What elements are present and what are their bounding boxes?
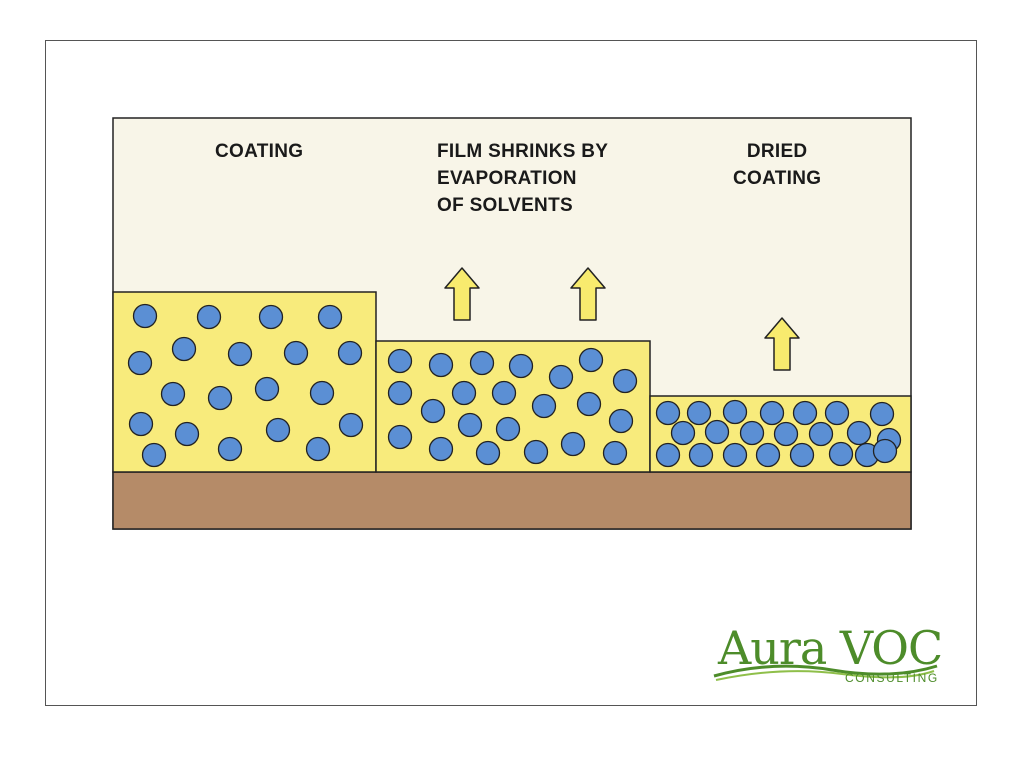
particle-icon-dried-coating [808, 421, 834, 447]
particle-icon-dried-coating [739, 420, 765, 446]
particle-icon-film-shrinks [602, 440, 628, 466]
evaporation-arrow-icon [444, 267, 480, 321]
particle-icon-film-shrinks [475, 440, 501, 466]
particle-icon-film-shrinks [451, 380, 477, 406]
logo-subtitle: CONSULTING [845, 671, 939, 685]
particle-icon-film-shrinks [491, 380, 517, 406]
particle-icon-film-shrinks [523, 439, 549, 465]
particle-icon-film-shrinks [469, 350, 495, 376]
particle-icon-film-shrinks [387, 380, 413, 406]
particle-icon-coating [217, 436, 243, 462]
particle-icon-coating [258, 304, 284, 330]
particle-icon-film-shrinks [548, 364, 574, 390]
particle-icon-film-shrinks [420, 398, 446, 424]
particle-icon-dried-coating [722, 442, 748, 468]
particle-icon-dried-coating [869, 401, 895, 427]
particle-icon-film-shrinks [428, 352, 454, 378]
particle-icon-dried-coating [755, 442, 781, 468]
particle-icon-dried-coating [670, 420, 696, 446]
particle-icon-coating [309, 380, 335, 406]
particle-icon-film-shrinks [608, 408, 634, 434]
particle-icon-coating [171, 336, 197, 362]
label-film-shrinks: FILM SHRINKS BY EVAPORATION OF SOLVENTS [437, 141, 609, 216]
particle-icon-dried-coating [792, 400, 818, 426]
logo-swoosh-icon [713, 664, 938, 681]
particle-icon-coating [254, 376, 280, 402]
particle-icon-dried-coating [789, 442, 815, 468]
particle-icon-coating [207, 385, 233, 411]
particle-icon-coating [305, 436, 331, 462]
label-dried-coating: DRIED COATING [733, 141, 822, 189]
particle-icon-coating [132, 303, 158, 329]
substrate-layer [112, 471, 912, 530]
company-logo: Aura VOC CONSULTING [712, 621, 943, 692]
particle-icon-dried-coating [759, 400, 785, 426]
particle-icon-film-shrinks [576, 391, 602, 417]
particle-icon-film-shrinks [428, 436, 454, 462]
particle-icon-coating [160, 381, 186, 407]
particle-icon-coating [196, 304, 222, 330]
particle-icon-coating [265, 417, 291, 443]
particle-icon-coating [141, 442, 167, 468]
particle-icon-coating [338, 412, 364, 438]
particle-icon-coating [174, 421, 200, 447]
particle-icon-film-shrinks [578, 347, 604, 373]
particle-icon-dried-coating [824, 400, 850, 426]
particle-icon-film-shrinks [531, 393, 557, 419]
particle-icon-coating [317, 304, 343, 330]
particle-icon-dried-coating [872, 438, 898, 464]
particle-icon-dried-coating [722, 399, 748, 425]
particle-icon-coating [127, 350, 153, 376]
particle-icon-dried-coating [655, 442, 681, 468]
particle-icon-film-shrinks [560, 431, 586, 457]
particle-icon-dried-coating [773, 421, 799, 447]
label-coating: COATING [215, 141, 304, 162]
particle-icon-dried-coating [828, 441, 854, 467]
particle-icon-film-shrinks [387, 424, 413, 450]
particle-icon-dried-coating [704, 419, 730, 445]
particle-icon-film-shrinks [495, 416, 521, 442]
evaporation-arrow-icon [764, 317, 800, 371]
particle-icon-film-shrinks [612, 368, 638, 394]
particle-icon-coating [227, 341, 253, 367]
coating-drying-diagram [112, 117, 912, 530]
particle-icon-dried-coating [846, 420, 872, 446]
evaporation-arrow-icon [570, 267, 606, 321]
particle-icon-dried-coating [686, 400, 712, 426]
particle-icon-dried-coating [688, 442, 714, 468]
particle-icon-film-shrinks [457, 412, 483, 438]
particle-icon-coating [128, 411, 154, 437]
logo-name: Aura VOC [718, 621, 943, 675]
particle-icon-film-shrinks [508, 353, 534, 379]
particle-icon-dried-coating [655, 400, 681, 426]
particle-icon-coating [283, 340, 309, 366]
particle-icon-film-shrinks [387, 348, 413, 374]
particle-icon-coating [337, 340, 363, 366]
